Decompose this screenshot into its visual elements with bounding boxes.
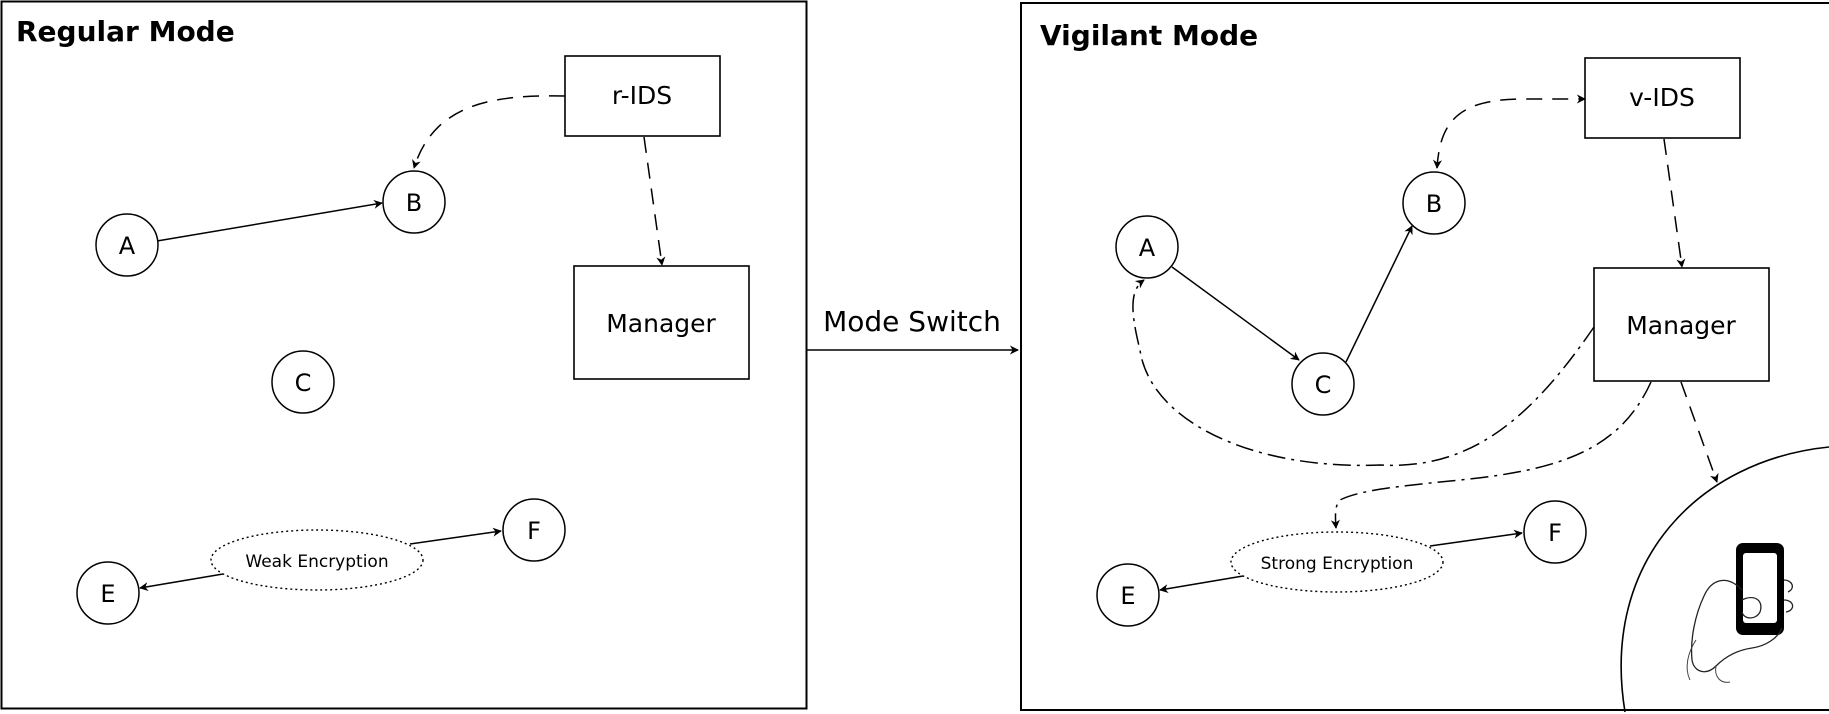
mode-switch-label: Mode Switch bbox=[823, 305, 1001, 338]
regular-a-to-b-arrow bbox=[156, 199, 383, 242]
regular-node-a: A bbox=[95, 213, 159, 277]
vigilant-node-e: E bbox=[1096, 563, 1160, 627]
weak-encryption-ellipse: Weak Encryption bbox=[210, 529, 424, 591]
regular-node-b: B bbox=[382, 170, 446, 234]
strong-encryption-label: Strong Encryption bbox=[1261, 554, 1414, 574]
manager-to-mobile-arrow bbox=[1680, 381, 1719, 483]
vigilant-node-b: B bbox=[1402, 171, 1466, 235]
regular-panel-title: Regular Mode bbox=[16, 15, 235, 48]
r-ids-label: r-IDS bbox=[612, 81, 672, 110]
regular-node-e: E bbox=[76, 561, 140, 625]
vigilant-c-to-b-arrow bbox=[1345, 225, 1413, 363]
strong-enc-to-f-arrow bbox=[1429, 529, 1523, 547]
r-ids-to-b-arrow bbox=[412, 95, 566, 169]
weak-encryption-label: Weak Encryption bbox=[245, 552, 388, 572]
regular-manager-label: Manager bbox=[606, 309, 716, 338]
vigilant-node-f: F bbox=[1523, 500, 1587, 564]
svg-text:C: C bbox=[295, 369, 312, 397]
strong-enc-to-e-arrow bbox=[1159, 575, 1244, 594]
r-ids-to-manager-arrow bbox=[643, 136, 666, 266]
svg-text:F: F bbox=[1548, 519, 1562, 547]
regular-panel-frame bbox=[0, 0, 808, 710]
svg-text:E: E bbox=[100, 580, 115, 608]
regular-mode-panel: Regular Mode r-IDS Manager A B C bbox=[0, 0, 808, 710]
vigilant-panel-frame bbox=[1020, 2, 1829, 711]
weak-enc-to-e-arrow bbox=[139, 573, 224, 592]
manager-to-a-dashdot-arrow bbox=[1132, 279, 1595, 467]
smartphone-in-hand-icon bbox=[1686, 543, 1794, 683]
mobile-device-zone-arc bbox=[1620, 446, 1829, 713]
v-ids-to-manager-arrow bbox=[1663, 138, 1686, 268]
svg-text:A: A bbox=[1139, 234, 1156, 262]
b-to-v-ids-bidirectional-arrow bbox=[1433, 94, 1586, 169]
r-ids-box: r-IDS bbox=[564, 55, 721, 137]
regular-manager-box: Manager bbox=[573, 265, 750, 380]
vigilant-panel-title: Vigilant Mode bbox=[1040, 19, 1258, 52]
vigilant-mode-panel: Vigilant Mode v-IDS Manager bbox=[1020, 2, 1829, 713]
vigilant-node-a: A bbox=[1115, 215, 1179, 279]
v-ids-box: v-IDS bbox=[1584, 57, 1741, 139]
svg-text:B: B bbox=[406, 189, 422, 217]
mode-switch: Mode Switch bbox=[807, 305, 1019, 355]
vigilant-manager-box: Manager bbox=[1593, 267, 1770, 382]
regular-node-c: C bbox=[271, 350, 335, 414]
v-ids-label: v-IDS bbox=[1629, 83, 1695, 112]
svg-text:F: F bbox=[527, 517, 541, 545]
vigilant-manager-label: Manager bbox=[1626, 311, 1736, 340]
vigilant-a-to-c-arrow bbox=[1171, 266, 1300, 361]
svg-text:E: E bbox=[1120, 582, 1135, 610]
svg-text:C: C bbox=[1315, 371, 1332, 399]
strong-encryption-ellipse: Strong Encryption bbox=[1230, 531, 1444, 593]
svg-text:B: B bbox=[1426, 190, 1442, 218]
weak-enc-to-f-arrow bbox=[409, 527, 502, 545]
manager-to-strong-encryption-arrow bbox=[1330, 381, 1652, 529]
vigilant-node-c: C bbox=[1291, 352, 1355, 416]
regular-node-f: F bbox=[502, 498, 566, 562]
svg-text:A: A bbox=[119, 232, 136, 260]
